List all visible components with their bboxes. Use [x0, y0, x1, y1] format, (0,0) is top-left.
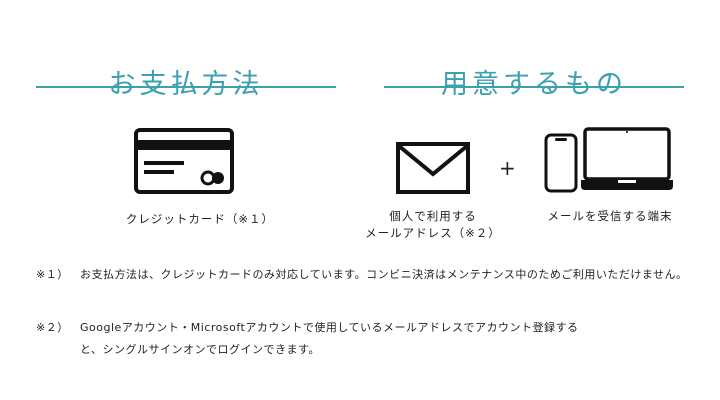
note-2-mark: ※２）: [36, 321, 69, 334]
email-address-label: 個人で利用する メールアドレス（※２）: [348, 208, 518, 242]
email-label-line-1: 個人で利用する: [389, 209, 477, 223]
payment-method-title: お支払方法: [108, 69, 264, 101]
payment-title-divider: [36, 86, 336, 88]
laptop-icon: [581, 127, 673, 190]
plus-sign: +: [499, 156, 516, 180]
note-2-line-1: Googleアカウント・Microsoftアカウントで使用しているメールアドレス…: [80, 321, 579, 334]
requirements-title: 用意するもの: [441, 69, 627, 101]
note-1: ※１） お支払方法は、クレジットカードのみ対応しています。コンビニ決済はメンテナン…: [36, 264, 688, 286]
smartphone-icon: [544, 133, 578, 193]
note-1-text: お支払方法は、クレジットカードのみ対応しています。コンビニ決済はメンテナンス中の…: [80, 268, 688, 281]
note-2-line-2: と、シングルサインオンでログインできます。: [80, 343, 320, 356]
note-2-body: Googleアカウント・Microsoftアカウントで使用しているメールアドレス…: [80, 317, 690, 361]
email-label-line-2: メールアドレス（※２）: [365, 226, 501, 240]
note-1-mark: ※１）: [36, 268, 69, 281]
envelope-icon: [396, 142, 470, 194]
device-label: メールを受信する端末: [547, 209, 673, 223]
credit-card-label: クレジットカード（※１）: [125, 212, 275, 226]
requirements-title-divider: [384, 86, 684, 88]
credit-card-icon: [134, 128, 234, 194]
note-2: ※２） Googleアカウント・Microsoftアカウントで使用しているメール…: [36, 317, 578, 356]
